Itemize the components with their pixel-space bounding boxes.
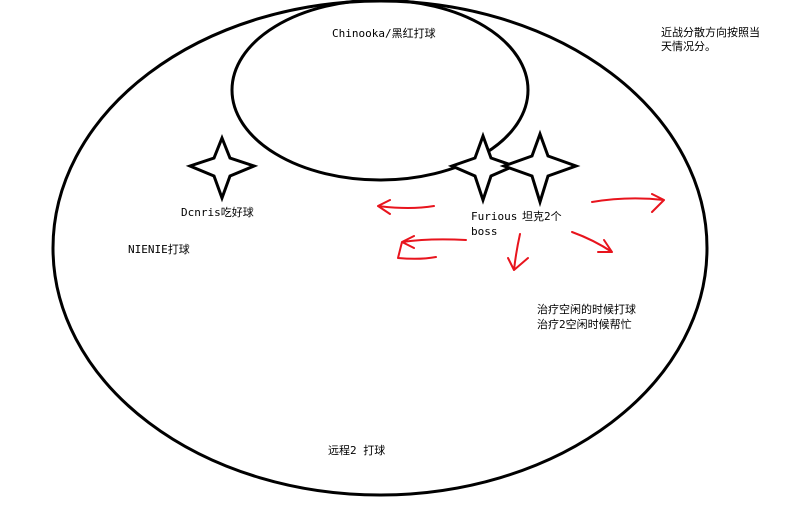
inner-ball-ellipse [230,0,530,182]
label-furious-line2: boss [471,225,498,238]
label-chinooka: Chinooka/黑红打球 [332,26,436,40]
label-healer-line1: 治疗空闲的时候打球 [537,302,636,316]
label-ranged: 远程2 打球 [328,443,385,457]
star-marker-dcnris [185,133,259,203]
arrow-down [507,233,529,271]
label-note-line2: 天情况分。 [661,40,716,53]
label-dcnris: Dcnris吃好球 [181,205,254,219]
star-marker-boss [447,131,519,205]
label-tanks: 坦克2个 [522,209,562,223]
arrow-left-upper [377,199,435,215]
label-nienie: NIENIE打球 [128,242,190,256]
label-note-line1: 近战分散方向按照当 [661,25,760,39]
label-furious-line1: Furious [471,210,517,223]
label-healer-line2: 治疗2空闲时候帮忙 [537,317,632,331]
arrow-right [591,193,665,213]
dispersal-arrows [377,193,665,271]
arrow-left-lower [397,235,467,260]
arrow-down-right [571,231,613,253]
star-marker-tank [499,129,581,208]
